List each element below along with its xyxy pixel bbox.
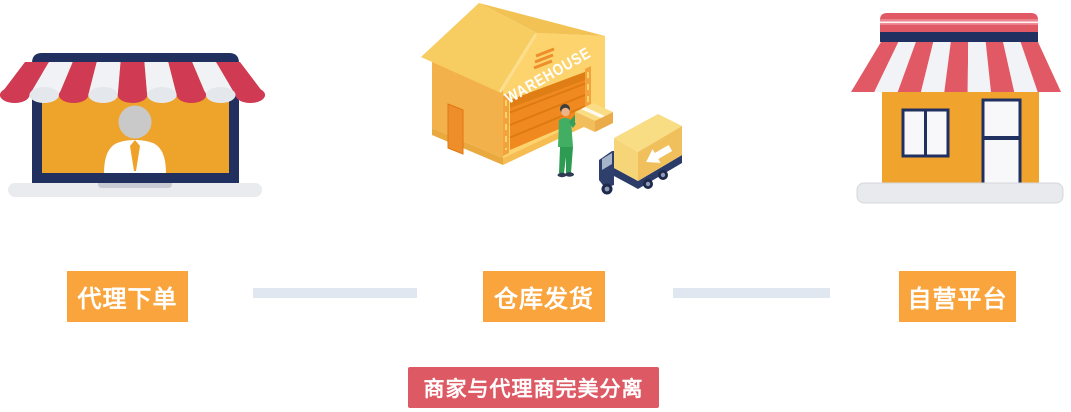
warehouse-shipping-illustration: WAREHOUSE xyxy=(421,3,682,195)
box-tape-stripe xyxy=(581,107,605,118)
truck-cab-window xyxy=(602,153,612,170)
worker-shoe xyxy=(557,172,567,178)
left-arrow-icon xyxy=(646,144,673,163)
gable-vents xyxy=(533,47,555,70)
truck-chassis xyxy=(614,155,682,189)
truck-cargo-top xyxy=(614,114,682,152)
roller-shutter-door xyxy=(509,72,586,150)
truck-cargo-front xyxy=(614,138,638,181)
warehouse-roof-left xyxy=(421,3,537,93)
roof-cap-highlight xyxy=(880,21,1038,24)
warehouse-side-door xyxy=(447,103,464,155)
step-label-warehouse-ship: 仓库发货 xyxy=(483,271,605,322)
shop-navy-band xyxy=(880,32,1038,42)
shop-window xyxy=(901,108,950,158)
worker-jacket xyxy=(558,118,573,147)
laptop-storefront-illustration xyxy=(0,53,266,197)
package-box-icon xyxy=(575,103,613,132)
warehouse-roof-back xyxy=(479,3,605,36)
warehouse-building-icon: WAREHOUSE xyxy=(421,3,605,165)
truck-wheel-hub xyxy=(645,181,651,187)
worker-pants xyxy=(559,147,573,173)
delivery-truck-icon xyxy=(599,114,682,195)
shop-base-step xyxy=(856,182,1064,204)
step-label-self-platform: 自营平台 xyxy=(899,271,1016,322)
bottom-banner: 商家与代理商完美分离 xyxy=(408,367,659,408)
worker-shoe xyxy=(565,172,574,177)
striped-awning-icon xyxy=(0,62,266,103)
avatar-tie xyxy=(130,140,140,171)
shop-door xyxy=(981,98,1022,187)
truck-wheel-hub xyxy=(660,172,666,178)
shop-icon xyxy=(851,13,1064,204)
step-label-agent-order: 代理下单 xyxy=(67,271,188,322)
roof-edge-highlight xyxy=(498,33,538,93)
laptop-icon xyxy=(0,53,266,197)
truck-wheel-hub xyxy=(604,186,610,192)
shop-awning-icon xyxy=(851,42,1061,92)
storefront-shop-illustration xyxy=(851,13,1064,204)
laptop-base-notch xyxy=(98,183,172,188)
laptop-base xyxy=(8,183,262,197)
connector-line-1 xyxy=(253,288,417,298)
person-avatar-icon xyxy=(104,105,166,173)
worker-head xyxy=(561,107,570,117)
connector-line-2 xyxy=(673,288,830,298)
avatar-head xyxy=(118,105,152,139)
